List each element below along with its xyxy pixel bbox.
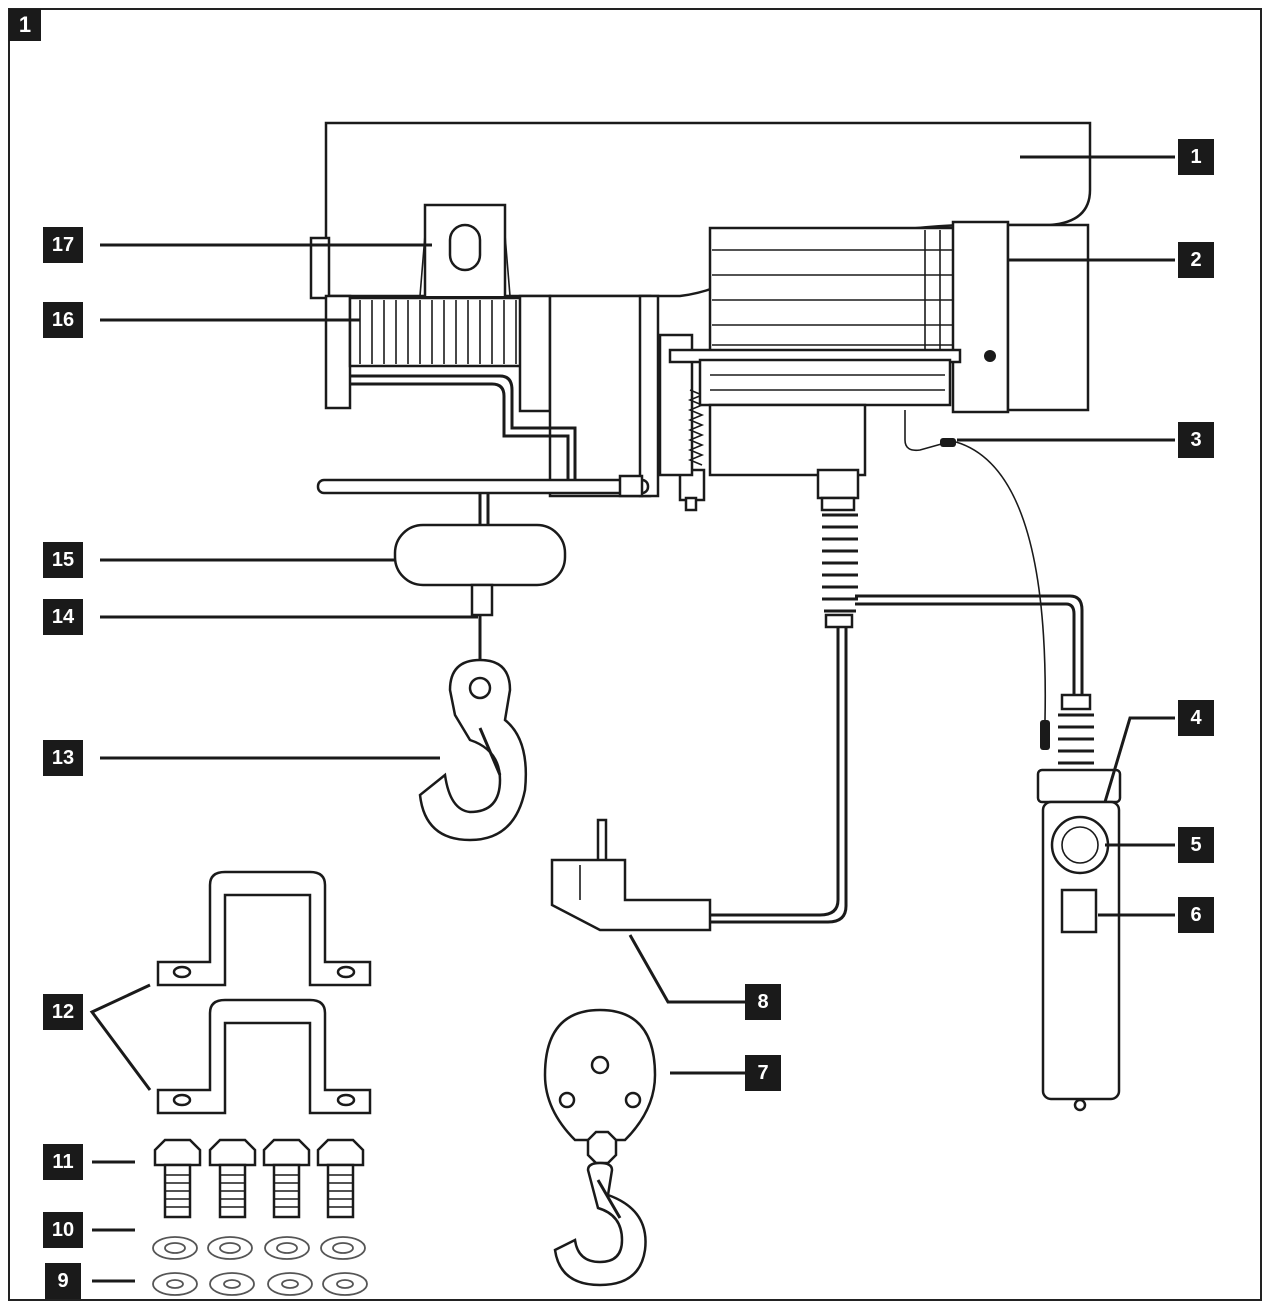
mains-plug [550, 858, 712, 932]
flat-washers [152, 1272, 368, 1296]
callout-7: 7 [745, 1055, 781, 1091]
strain-relief-spring [822, 513, 858, 613]
motor-fins [712, 230, 953, 355]
callout-15: 15 [43, 542, 83, 578]
motor-body [708, 226, 957, 358]
callout-17: 17 [43, 227, 83, 263]
figure-frame [8, 8, 1262, 1301]
drum-windings [359, 300, 517, 364]
callout-12: 12 [43, 994, 83, 1030]
drum-frame [324, 294, 352, 410]
up-down-button [1060, 888, 1098, 934]
lug-slot [448, 223, 482, 272]
load-hook [418, 658, 527, 842]
gearbox [708, 403, 867, 477]
motor-endcap [951, 220, 1010, 414]
callout-3: 3 [1178, 422, 1214, 458]
callout-11: 11 [43, 1144, 83, 1180]
safety-wire [955, 441, 1047, 721]
callout-4: 4 [1178, 700, 1214, 736]
bolts [153, 1138, 365, 1219]
callout-16: 16 [43, 302, 83, 338]
figure-number-badge: 1 [9, 9, 41, 41]
leader-lines [89, 155, 1175, 1283]
power-cable [710, 627, 840, 917]
cable-drum [348, 296, 542, 368]
callout-9: 9 [45, 1263, 81, 1299]
callout-2: 2 [1178, 242, 1214, 278]
mounting-bracket-2 [156, 998, 372, 1115]
limit-weight [393, 523, 567, 587]
left-bracket [309, 236, 331, 300]
emergency-stop-button [1050, 815, 1110, 875]
mounting-bracket-1 [156, 870, 372, 987]
limit-bar [316, 478, 650, 495]
callout-6: 6 [1178, 897, 1214, 933]
pulley-block [543, 1008, 657, 1287]
callout-5: 5 [1178, 827, 1214, 863]
callout-10: 10 [43, 1212, 83, 1248]
spring-washers [152, 1236, 366, 1260]
callout-14: 14 [43, 599, 83, 635]
callout-1: 1 [1178, 139, 1214, 175]
callout-13: 13 [43, 740, 83, 776]
pendant-cable [855, 594, 1084, 700]
callout-8: 8 [745, 984, 781, 1020]
